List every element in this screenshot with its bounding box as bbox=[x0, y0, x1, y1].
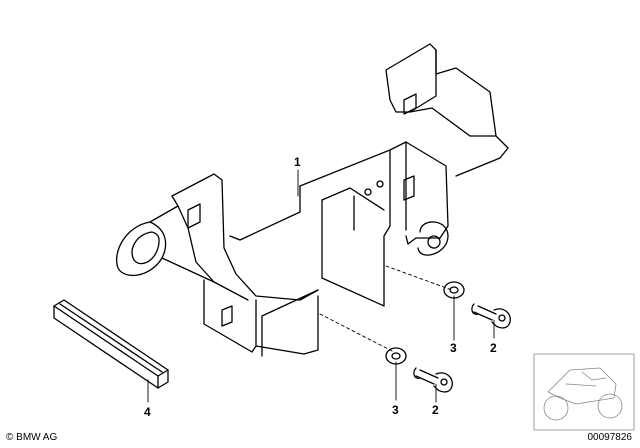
screw-lower-part-2[interactable] bbox=[413, 367, 453, 393]
copyright-text: © BMW AG bbox=[6, 432, 58, 443]
callout-2-upper: 2 bbox=[490, 341, 497, 355]
callout-3-upper: 3 bbox=[450, 341, 457, 355]
callout-4: 4 bbox=[144, 405, 151, 419]
callout-3-lower: 3 bbox=[392, 403, 399, 417]
callout-2-lower: 2 bbox=[432, 403, 439, 417]
bracket-part-1[interactable] bbox=[116, 43, 509, 357]
washer-lower-part-3[interactable] bbox=[385, 347, 407, 365]
document-number: 00097826 bbox=[587, 432, 633, 443]
washer-upper-part-3[interactable] bbox=[443, 281, 465, 299]
callout-1: 1 bbox=[294, 155, 301, 169]
screw-upper-part-2[interactable] bbox=[471, 303, 511, 329]
motorcycle-thumbnail bbox=[533, 353, 635, 431]
rubber-strip-part-4[interactable] bbox=[53, 299, 169, 389]
